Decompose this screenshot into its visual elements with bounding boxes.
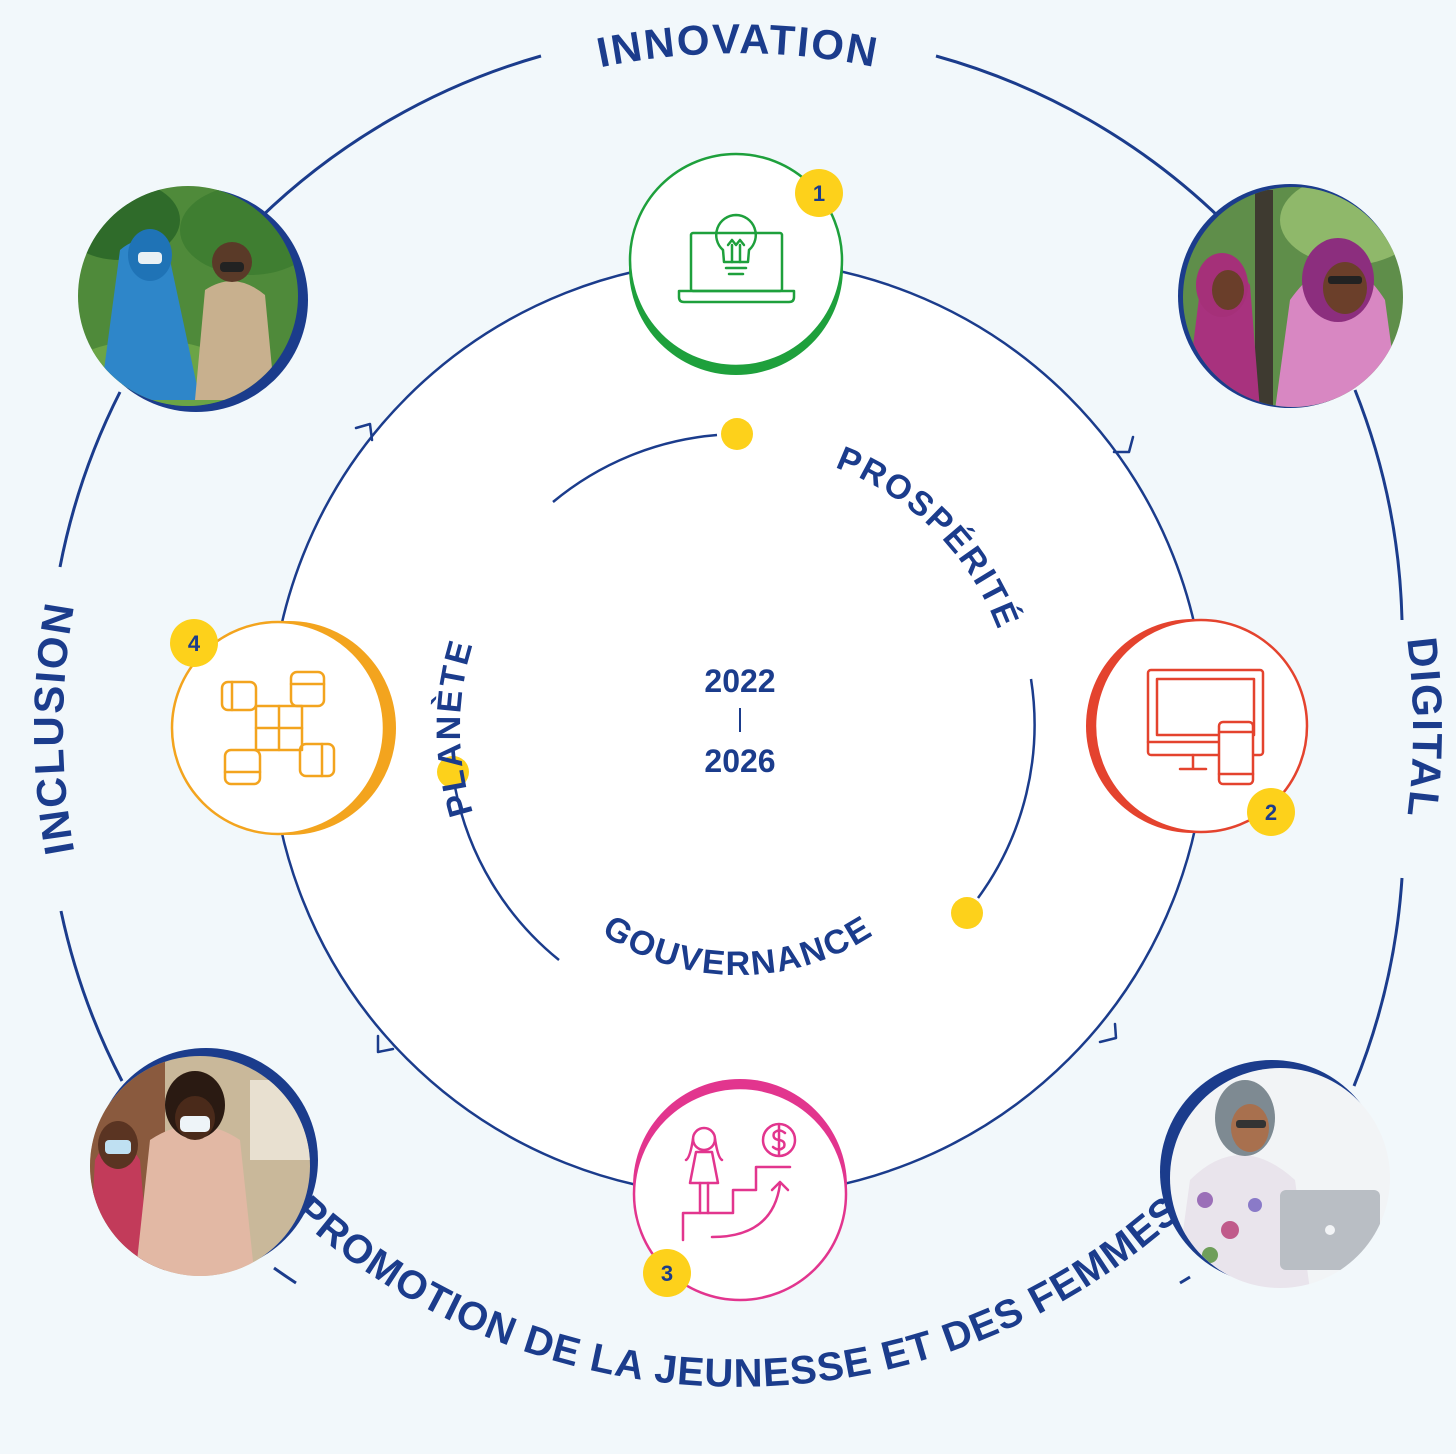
- photo-people-outdoors: [78, 186, 308, 412]
- year-start: 2022: [704, 663, 775, 699]
- photo-woman-on-laptop: [1160, 1060, 1390, 1288]
- middle-arrows: [354, 422, 1135, 1054]
- year-end: 2026: [704, 743, 775, 779]
- middle-circle: [268, 258, 1208, 1198]
- pillar-2-number: 2: [1265, 800, 1277, 825]
- inner-ring: [453, 433, 1036, 961]
- pillar-1-number: 1: [813, 181, 825, 206]
- arrow-ne: [1112, 435, 1135, 454]
- inner-dots: [437, 418, 983, 929]
- arrow-se: [1098, 1022, 1118, 1044]
- label-innovation: INNOVATION: [593, 15, 883, 76]
- pillar-3-number: 3: [661, 1261, 673, 1286]
- pillar-1-innovation: 1: [628, 152, 844, 375]
- photo-woman-in-shop: [90, 1048, 318, 1276]
- label-inclusion: INCLUSION: [25, 598, 83, 858]
- label-digital: DIGITAL: [1398, 635, 1451, 822]
- woman-growth-icon: [681, 1122, 797, 1242]
- laptop-lightbulb-icon: [677, 213, 796, 304]
- pillar-3-youth-women: 3: [632, 1079, 848, 1302]
- inner-dot-right: [951, 897, 983, 929]
- outer-ring: [58, 54, 1404, 1285]
- inner-dot-top: [721, 418, 753, 450]
- joined-hands-icon: [220, 670, 336, 786]
- pillar-4-number: 4: [188, 631, 201, 656]
- inner-dot-left: [437, 756, 469, 788]
- arrow-sw: [376, 1034, 395, 1054]
- pillar-2-digital: 2: [1086, 618, 1309, 836]
- center-years: 2022 2026: [704, 663, 775, 779]
- arrow-nw: [354, 422, 374, 442]
- pillar-4-inclusion: 4: [170, 619, 396, 836]
- computer-phone-icon: [1146, 668, 1265, 786]
